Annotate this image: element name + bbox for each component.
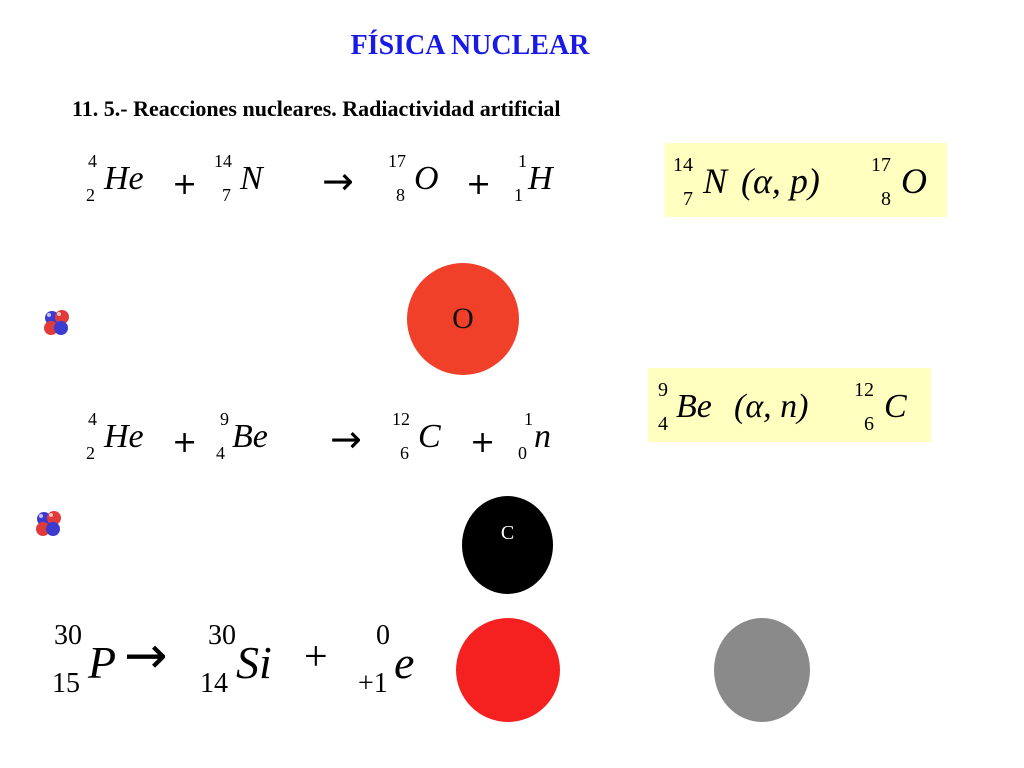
alpha-particle-icon [36,511,61,536]
reaction-arrow: → [322,159,354,203]
element-symbol: He [104,160,144,197]
mass-number: 30 [208,620,236,651]
mass-number: 17 [388,151,406,171]
plus-sign: + [304,634,328,680]
plus-sign: + [466,167,492,202]
mass-number: 14 [673,154,693,176]
element-symbol: N [703,161,728,201]
mass-number: 9 [658,379,668,401]
nuclide-nitrogen: 14 7 N [214,152,294,212]
nuclide-silicon: 30 14 Si [200,622,290,702]
element-symbol: N [240,160,263,197]
oxygen-nucleus-circle: O [407,263,519,375]
mass-number: 4 [88,151,97,171]
atomic-number: 6 [864,413,874,435]
element-symbol: O [901,161,927,201]
nuclide-nitrogen: 14 7 N [673,155,733,215]
mass-number: 1 [524,409,533,429]
page-title: FÍSICA NUCLEAR [350,30,590,61]
nuclide-oxygen: 17 8 O [388,152,468,212]
element-symbol: O [414,160,439,197]
atomic-number: 14 [200,668,228,699]
nuclide-oxygen: 17 8 O [871,155,941,215]
atomic-number: 2 [86,443,95,463]
plus-sign: + [172,425,198,460]
mass-number: 4 [88,409,97,429]
mass-number: 14 [214,151,232,171]
section-subtitle: 11. 5.- Reacciones nucleares. Radiactivi… [72,96,561,121]
element-symbol: C [884,388,907,425]
mass-number: 12 [392,409,410,429]
element-symbol: C [418,418,441,455]
nuclide-phosphorus: 30 15 P [44,622,134,702]
mass-number: 9 [220,409,229,429]
element-symbol: P [88,637,117,688]
atomic-number: +1 [358,668,388,699]
atomic-number: 1 [514,185,523,205]
reaction-particles: (α, n) [734,388,809,425]
atomic-number: 4 [658,413,668,435]
atomic-number: 7 [683,188,693,210]
atomic-number: 15 [52,668,80,699]
positron-circle [456,618,560,722]
element-symbol: n [534,418,551,455]
circle-label: O [452,302,474,335]
reaction-arrow: → [330,417,362,461]
reaction-arrow: → [124,626,168,686]
mass-number: 30 [54,620,82,651]
nuclide-helium: 4 2 He [86,410,176,470]
nuclide-hydrogen: 1 1 H [514,152,574,212]
atomic-number: 7 [222,185,231,205]
mass-number: 1 [518,151,527,171]
reaction-particles: (α, p) [741,161,820,201]
element-symbol: Be [232,418,268,455]
neutral-particle-circle [714,618,810,722]
nuclide-carbon: 12 6 C [392,410,472,470]
mass-number: 0 [376,620,390,651]
atomic-number: 8 [881,188,891,210]
atomic-number: 8 [396,185,405,205]
element-symbol: H [528,160,553,197]
nuclide-neutron: 1 0 n [516,410,576,470]
element-symbol: e [394,637,415,688]
plus-sign: + [172,167,198,202]
plus-sign: + [470,425,496,460]
reaction-notation-box-2: 9 4 Be (α, n) 12 6 C [648,368,931,442]
atomic-number: 0 [518,443,527,463]
nuclide-positron: 0 +1 e [356,622,426,702]
circle-label: C [500,522,515,544]
element-symbol: Be [676,388,712,425]
nuclide-helium: 4 2 He [86,152,176,212]
atomic-number: 4 [216,443,225,463]
element-symbol: Si [236,637,272,688]
nuclide-beryllium: 9 4 Be [658,380,728,440]
atomic-number: 2 [86,185,95,205]
alpha-particle-icon [44,310,69,335]
mass-number: 17 [871,154,891,176]
nuclide-carbon: 12 6 C [854,380,924,440]
element-symbol: He [104,418,144,455]
mass-number: 12 [854,379,874,401]
atomic-number: 6 [400,443,409,463]
carbon-nucleus-circle: C [462,496,553,594]
reaction-notation-box-1: 14 7 N (α, p) 17 8 O [665,143,947,217]
nuclide-beryllium: 9 4 Be [216,410,296,470]
